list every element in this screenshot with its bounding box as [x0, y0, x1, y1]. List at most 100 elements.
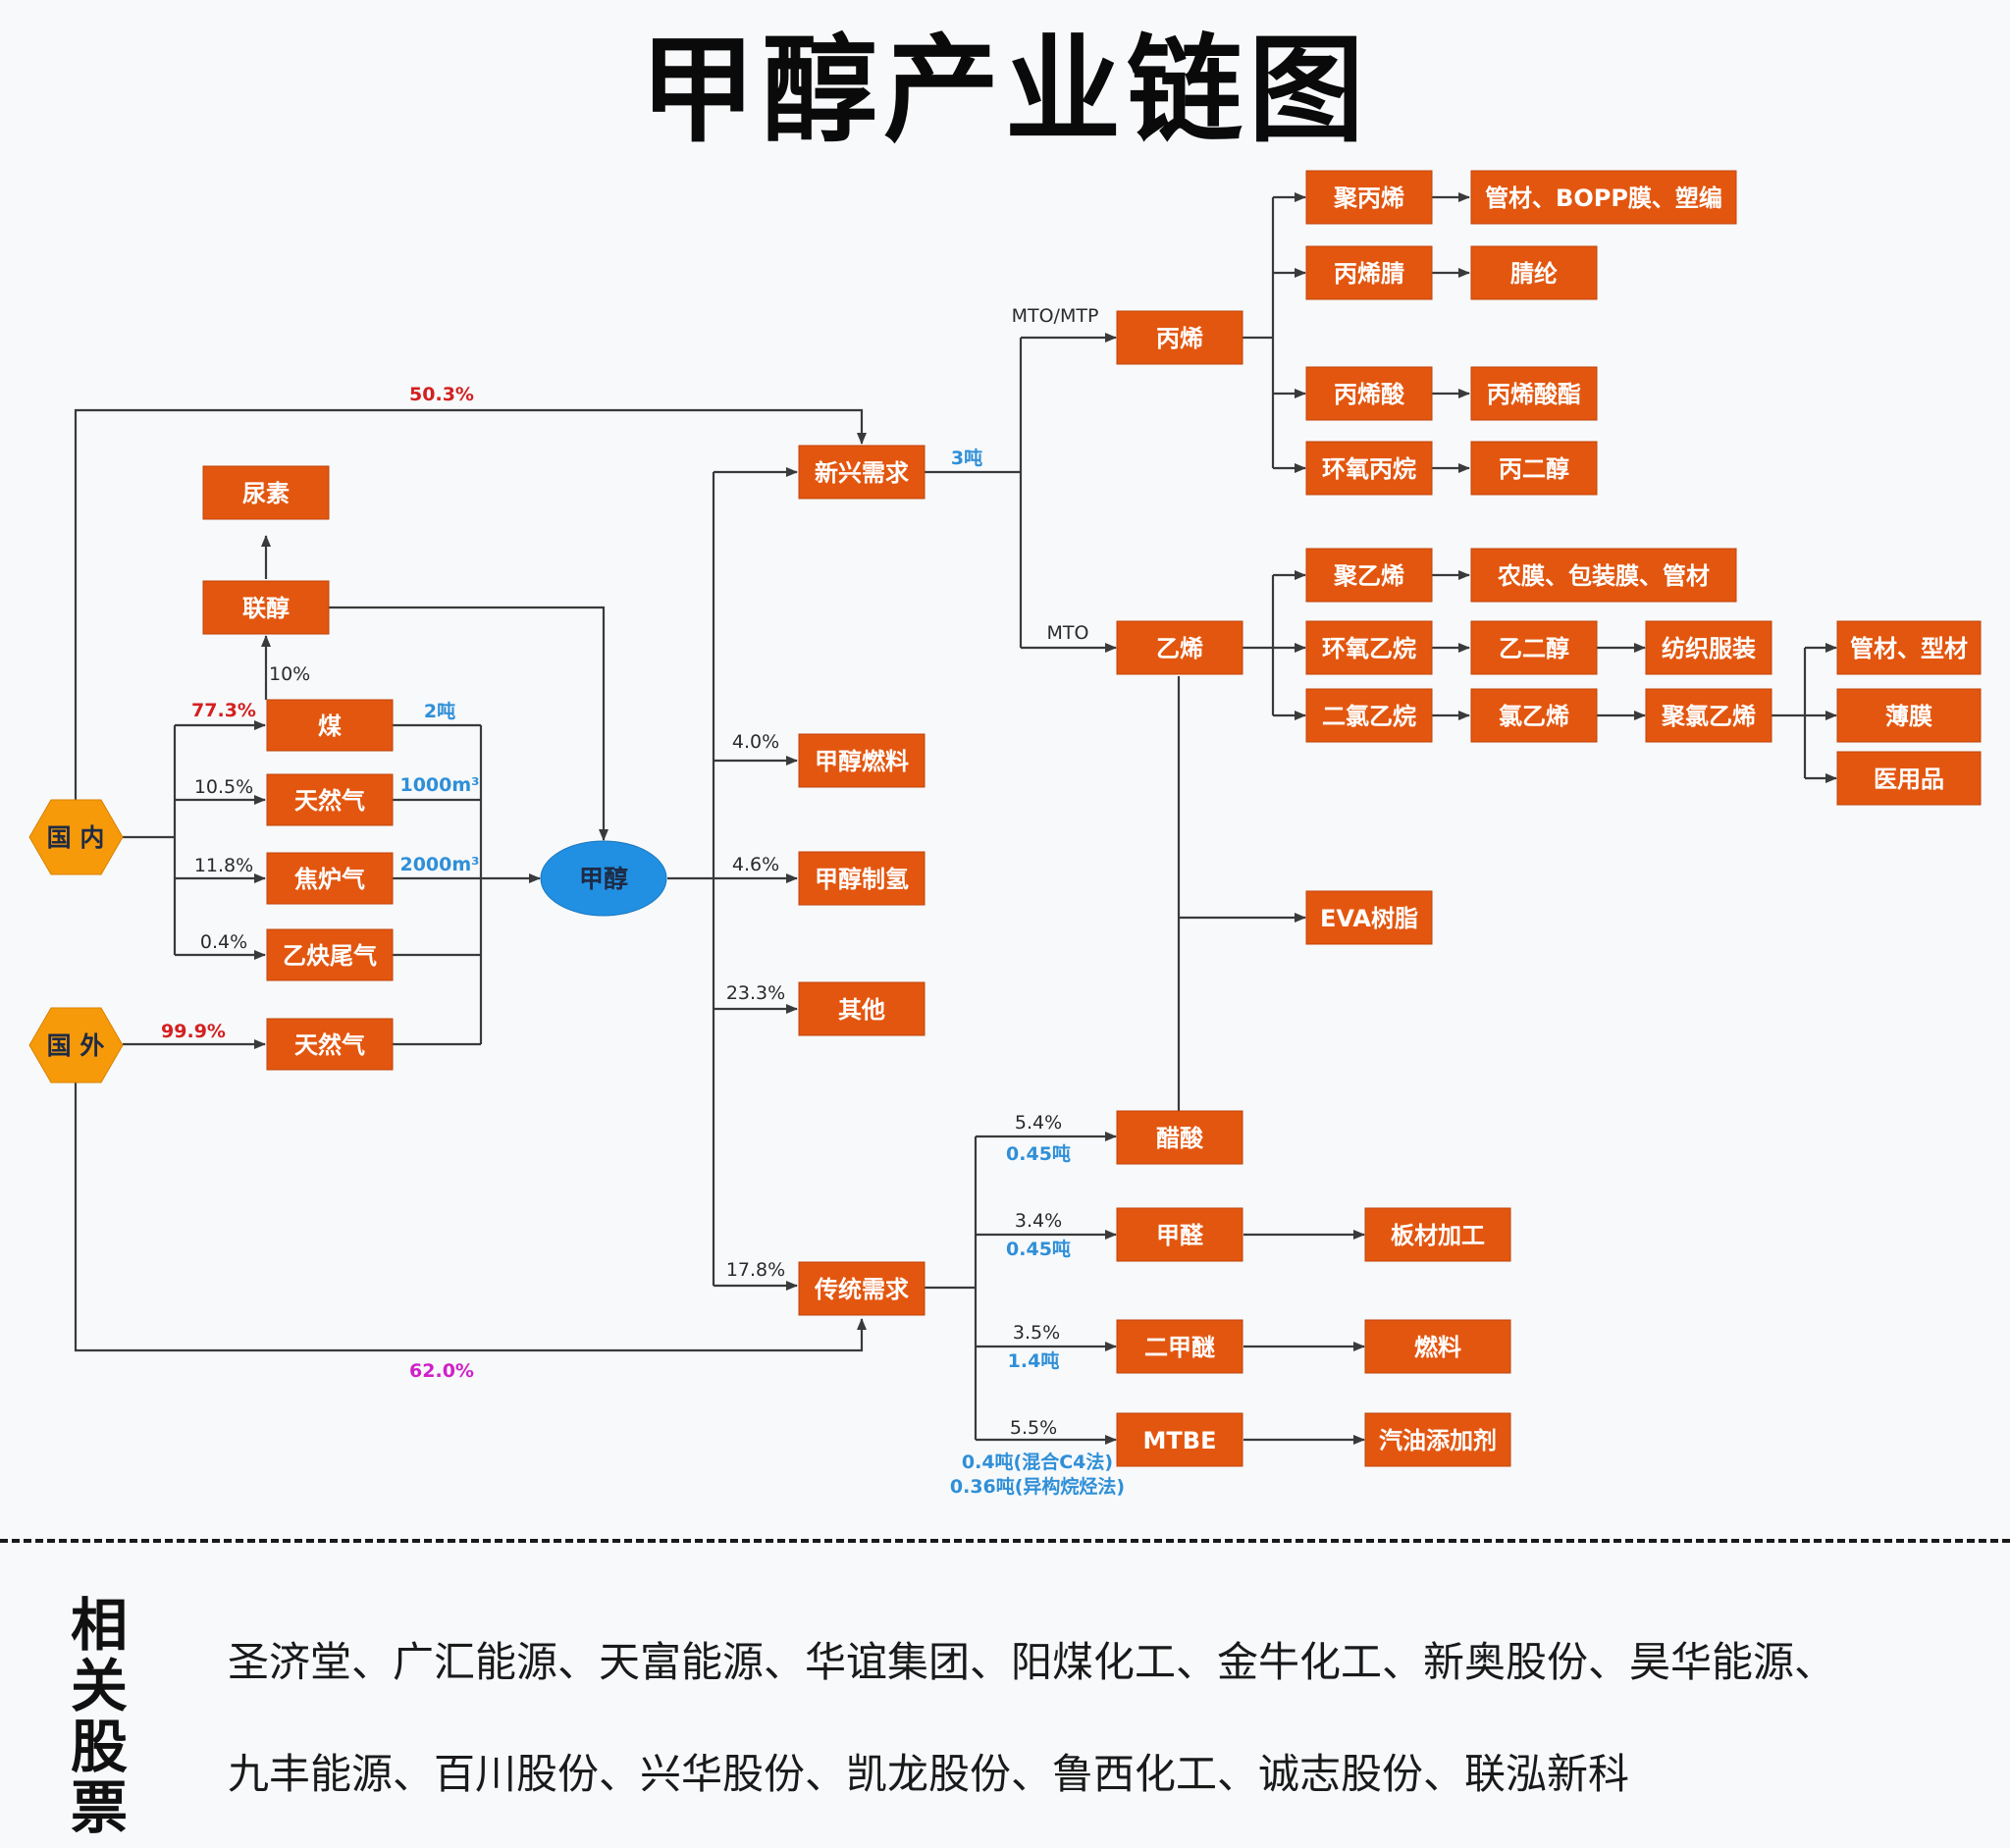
svg-text:纺织服装: 纺织服装 [1662, 635, 1756, 662]
label-dme-unit: 1.4吨 [1008, 1349, 1060, 1372]
foreign-label: 国 外 [47, 1031, 105, 1060]
svg-text:二甲醚: 二甲醚 [1144, 1334, 1215, 1361]
node-co-methanol: 联醇 [202, 580, 330, 635]
edge-labels: 50.3% 62.0% 77.3% 10.5% 11.8% 0.4% 99.9%… [161, 305, 1125, 1498]
label-acetylene-share: 0.4% [200, 931, 247, 953]
node-natural-gas-foreign: 天然气 [266, 1018, 394, 1071]
label-traditional-share: 17.8% [726, 1259, 785, 1281]
svg-text:管材、BOPP膜、塑编: 管材、BOPP膜、塑编 [1485, 185, 1722, 212]
node-urea: 尿素 [202, 465, 330, 520]
node-textile: 纺织服装 [1645, 620, 1772, 675]
svg-text:天然气: 天然气 [294, 1031, 365, 1059]
label-domestic-emerging: 50.3% [409, 384, 474, 405]
svg-text:甲醛: 甲醛 [1156, 1222, 1204, 1249]
related-stocks-line-2: 九丰能源、百川股份、兴华股份、凯龙股份、鲁西化工、诚志股份、联泓新科 [228, 1750, 1630, 1798]
node-ethylene-glycol: 乙二醇 [1470, 620, 1598, 675]
svg-text:环氧乙烷: 环氧乙烷 [1322, 635, 1416, 662]
node-acrylic-acid: 丙烯酸 [1305, 366, 1433, 421]
node-propylene-glycol: 丙二醇 [1470, 441, 1598, 496]
svg-text:传统需求: 传统需求 [814, 1276, 909, 1303]
svg-text:丙烯: 丙烯 [1156, 325, 1203, 352]
node-medical: 医用品 [1836, 751, 1982, 806]
node-gasoline-additive: 汽油添加剂 [1364, 1412, 1511, 1467]
svg-text:薄膜: 薄膜 [1885, 703, 1932, 730]
label-ng-unit: 1000m³ [399, 774, 479, 796]
related-stocks-line-1: 圣济堂、广汇能源、天富能源、华谊集团、阳煤化工、金牛化工、新奥股份、昊华能源、 [228, 1638, 1836, 1686]
label-mtbe-share: 5.5% [1010, 1417, 1057, 1439]
node-dme: 二甲醚 [1116, 1319, 1243, 1374]
svg-text:板材加工: 板材加工 [1391, 1222, 1485, 1249]
node-coal: 煤 [266, 699, 394, 752]
section-divider [0, 1539, 2010, 1543]
node-methanol: 甲醇 [540, 840, 667, 917]
domestic-hex: 国 内 [28, 799, 124, 875]
svg-text:甲醇制氢: 甲醇制氢 [815, 866, 909, 893]
svg-text:聚乙烯: 聚乙烯 [1333, 562, 1404, 590]
svg-text:焦炉气: 焦炉气 [294, 866, 365, 893]
svg-text:医用品: 医用品 [1874, 766, 1944, 793]
label-formaldehyde-unit: 0.45吨 [1006, 1238, 1071, 1260]
label-mto: MTO [1047, 622, 1089, 644]
related-stocks-heading: 相关股票 [71, 1592, 129, 1841]
svg-text:其他: 其他 [838, 996, 885, 1024]
svg-text:聚丙烯: 聚丙烯 [1333, 185, 1404, 212]
svg-text:氯乙烯: 氯乙烯 [1499, 703, 1569, 730]
label-dme-share: 3.5% [1013, 1322, 1060, 1344]
svg-text:乙炔尾气: 乙炔尾气 [283, 942, 377, 970]
svg-text:丙烯酸: 丙烯酸 [1334, 381, 1405, 408]
label-coke-share: 11.8% [194, 855, 253, 876]
label-coke-unit: 2000m³ [399, 854, 479, 875]
svg-text:农膜、包装膜、管材: 农膜、包装膜、管材 [1497, 562, 1710, 590]
node-acetic-acid: 醋酸 [1116, 1110, 1243, 1165]
node-eva: EVA树脂 [1305, 890, 1433, 945]
node-fuel: 燃料 [1364, 1319, 1511, 1374]
svg-text:丙烯腈: 丙烯腈 [1334, 260, 1404, 288]
label-coal-unit: 2吨 [424, 700, 455, 722]
label-fuel-share: 4.0% [732, 731, 779, 753]
label-other-share: 23.3% [726, 982, 785, 1004]
label-acetic-unit: 0.45吨 [1006, 1142, 1071, 1165]
node-board-processing: 板材加工 [1364, 1207, 1511, 1262]
node-pp-products: 管材、BOPP膜、塑编 [1470, 170, 1737, 225]
connectors [74, 192, 1837, 1445]
label-formaldehyde-share: 3.4% [1015, 1210, 1062, 1232]
label-foreign-ng-share: 99.9% [161, 1021, 226, 1042]
node-propylene-oxide: 环氧丙烷 [1305, 441, 1433, 496]
node-ethylene-oxide: 环氧乙烷 [1305, 620, 1433, 675]
label-coal-share: 77.3% [191, 700, 256, 721]
svg-text:二氯乙烷: 二氯乙烷 [1322, 703, 1416, 730]
node-polyethylene: 聚乙烯 [1305, 548, 1433, 603]
node-pvc: 聚氯乙烯 [1645, 688, 1772, 743]
label-mtbe-unit-2: 0.36吨(异构烷烃法) [950, 1475, 1125, 1498]
svg-text:燃料: 燃料 [1414, 1334, 1461, 1361]
svg-text:丙二醇: 丙二醇 [1499, 455, 1569, 483]
node-formaldehyde: 甲醛 [1116, 1207, 1243, 1262]
label-foreign-traditional: 62.0% [409, 1360, 474, 1382]
svg-text:EVA树脂: EVA树脂 [1320, 905, 1418, 932]
node-acrylonitrile: 丙烯腈 [1305, 245, 1433, 300]
page-title: 甲醇产业链图 [639, 23, 1370, 158]
label-emerging-unit: 3吨 [951, 447, 982, 469]
svg-text:管材、型材: 管材、型材 [1850, 635, 1968, 662]
svg-text:乙烯: 乙烯 [1156, 635, 1203, 662]
node-propylene: 丙烯 [1116, 310, 1243, 365]
svg-text:汽油添加剂: 汽油添加剂 [1379, 1427, 1497, 1454]
svg-text:甲醇燃料: 甲醇燃料 [815, 748, 909, 775]
node-traditional-demand: 传统需求 [798, 1261, 926, 1316]
svg-text:醋酸: 醋酸 [1156, 1125, 1204, 1152]
node-emerging-demand: 新兴需求 [798, 445, 926, 500]
domestic-label: 国 内 [47, 823, 105, 852]
node-polypropylene: 聚丙烯 [1305, 170, 1433, 225]
svg-text:尿素: 尿素 [242, 480, 290, 507]
node-ethylene: 乙烯 [1116, 620, 1243, 675]
node-acrylic-fiber: 腈纶 [1470, 245, 1598, 300]
label-co-methanol-share: 10% [269, 663, 310, 685]
node-acrylate: 丙烯酸酯 [1470, 366, 1598, 421]
label-acetic-share: 5.4% [1015, 1112, 1062, 1134]
methanol-industry-chain-diagram: 国 内 国 外 尿素 联醇 煤 天然气 焦炉气 乙炔尾气 天然气 甲醇 新兴需求… [28, 170, 1982, 1498]
svg-text:新兴需求: 新兴需求 [815, 459, 909, 487]
svg-text:天然气: 天然气 [294, 787, 365, 815]
node-acetylene-tail-gas: 乙炔尾气 [266, 928, 394, 981]
node-other: 其他 [798, 981, 926, 1036]
node-coke-oven-gas: 焦炉气 [266, 852, 394, 905]
